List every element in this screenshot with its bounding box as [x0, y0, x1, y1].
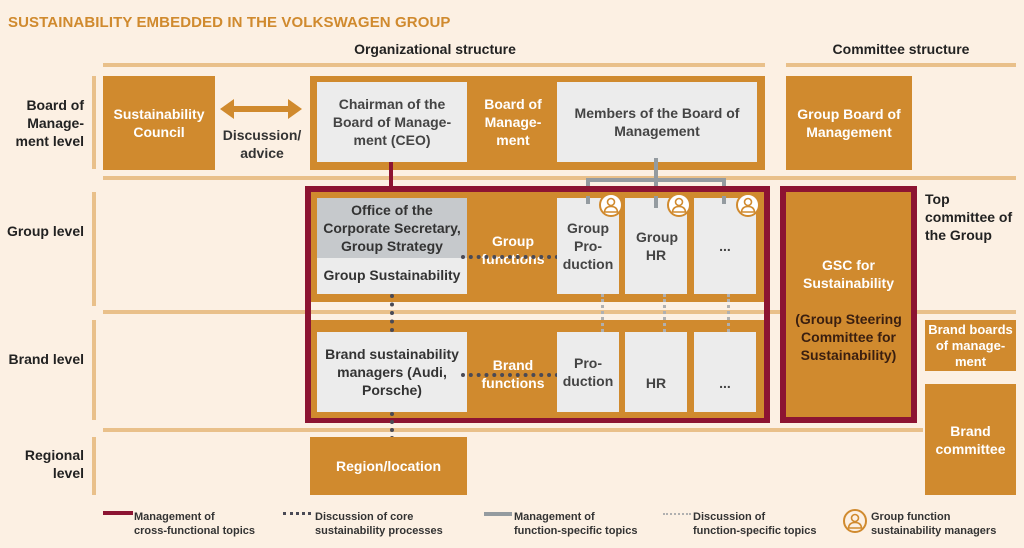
legend-item-function-specific-discussion: Discussion of function-specific topics	[693, 510, 816, 538]
brand-function-box-hr: HR	[625, 332, 687, 412]
brand-level-label: Brand level	[8, 351, 84, 367]
regional-level-label: Regional level	[24, 447, 84, 481]
brand-regional-separator	[103, 428, 923, 432]
legend-solid-red-swatch	[103, 511, 133, 515]
legend-label-line2: function-specific topics	[514, 525, 638, 537]
legend-label-line1: Management of	[134, 511, 215, 523]
group-dotted-connector	[461, 255, 559, 259]
legend-label-line2: sustainability managers	[871, 525, 997, 537]
brand-function-box-other: ...	[694, 332, 756, 412]
function-dotted-production	[601, 294, 604, 332]
board-level-bar	[92, 76, 96, 169]
legend-solid-gray-swatch	[484, 512, 512, 516]
brand-function-box-production: Pro- duction	[557, 332, 619, 412]
legend-dotted-light-swatch	[663, 513, 691, 515]
brand-sustainability-managers-box: Brand sustainability managers (Audi, Por…	[317, 332, 467, 412]
diagram-title: SUSTAINABILITY EMBEDDED IN THE VOLKSWAGE…	[8, 14, 451, 31]
legend-label-line1: Discussion of	[693, 511, 766, 523]
legend-label-line2: sustainability processes	[315, 525, 443, 537]
region-location-box: Region/location	[310, 437, 467, 495]
board-of-management-label: Board of Manage- ment	[484, 96, 542, 148]
brand-level-bar	[92, 320, 96, 420]
committee-structure-header: Committee structure	[832, 41, 970, 57]
board-level-text: Board of Manage- ment level	[15, 97, 84, 149]
legend-label-line2: function-specific topics	[693, 525, 817, 537]
group-functions-label: Group functions	[481, 233, 545, 267]
legend-label-line2: cross-functional topics	[134, 525, 256, 537]
gsc-sustainability-box	[780, 186, 917, 423]
office-corporate-secretary-box: Office of the Corporate Secretary, Group…	[317, 198, 467, 258]
double-arrow-icon	[220, 99, 302, 119]
group-production-label: Group Pro- duction	[562, 220, 614, 272]
branch-production-stub	[586, 196, 590, 204]
legend-dotted-dark-swatch	[283, 512, 311, 515]
board-level-label: Board of Manage- ment level	[4, 96, 84, 150]
sustainability-dotted-vertical-1	[390, 294, 394, 332]
person-icon	[736, 193, 760, 217]
branch-other-stub	[722, 196, 726, 204]
brand-production-label: Pro- duction	[562, 355, 614, 389]
board-group-separator	[103, 176, 1016, 180]
members-branch-line	[586, 178, 726, 182]
sustainability-dotted-vertical-2	[390, 412, 394, 440]
legend-item-function-specific-management: Management of function-specific topics	[514, 510, 637, 538]
brand-functions-label: Brand functions	[481, 357, 545, 391]
org-red-frame	[305, 186, 770, 423]
person-icon	[667, 193, 691, 217]
organizational-structure-header: Organizational structure	[354, 41, 516, 57]
top-committee-label: Top committee of the Group	[925, 191, 1013, 243]
org-header-underline	[103, 63, 765, 67]
committee-header-underline	[786, 63, 1016, 67]
brand-dotted-connector	[461, 373, 559, 377]
regional-level-bar	[92, 437, 96, 495]
ceo-box: Chairman of the Board of Manage- ment (C…	[317, 82, 467, 162]
brand-boards-box: Brand boards of manage- ment	[925, 320, 1016, 371]
person-icon	[599, 193, 623, 217]
legend-person-icon	[843, 509, 867, 533]
group-level-label: Group level	[6, 223, 84, 239]
members-board-box: Members of the Board of Management	[557, 82, 757, 162]
legend-item-group-function-managers: Group function sustainability managers	[871, 510, 996, 538]
group-sustainability-box: Office of the Corporate Secretary, Group…	[317, 198, 467, 294]
group-function-box-hr: Group HR	[625, 198, 687, 294]
function-dotted-other	[727, 294, 730, 332]
function-dotted-hr	[663, 294, 666, 332]
legend-label-line1: Group function	[871, 511, 951, 523]
group-other-label: ...	[719, 238, 731, 254]
sustainability-council-box: Sustainability Council	[103, 76, 215, 170]
branch-hr-stub	[654, 196, 658, 208]
brand-committee-box: Brand committee	[925, 384, 1016, 495]
legend-label-line1: Discussion of core	[315, 511, 414, 523]
brand-other-label: ...	[719, 375, 731, 391]
ceo-office-connector	[389, 162, 393, 202]
group-board-of-management-box: Group Board of Management	[786, 76, 912, 170]
group-brand-separator	[103, 310, 1016, 314]
legend-label-line1: Management of	[514, 511, 595, 523]
group-sustainability-label: Group Sustainability	[323, 267, 461, 283]
discussion-advice-label: Discussion/ advice	[222, 127, 302, 161]
brand-hr-label: HR	[645, 375, 667, 391]
group-hr-label: Group HR	[636, 229, 678, 263]
legend-item-cross-functional: Management of cross-functional topics	[134, 510, 255, 538]
group-level-bar	[92, 192, 96, 306]
gsc-label: GSC for Sustainability	[802, 257, 895, 291]
legend-item-core-processes: Discussion of core sustainability proces…	[315, 510, 443, 538]
gsc-full-name: (Group Steering Committee for Sustainabi…	[795, 311, 902, 363]
